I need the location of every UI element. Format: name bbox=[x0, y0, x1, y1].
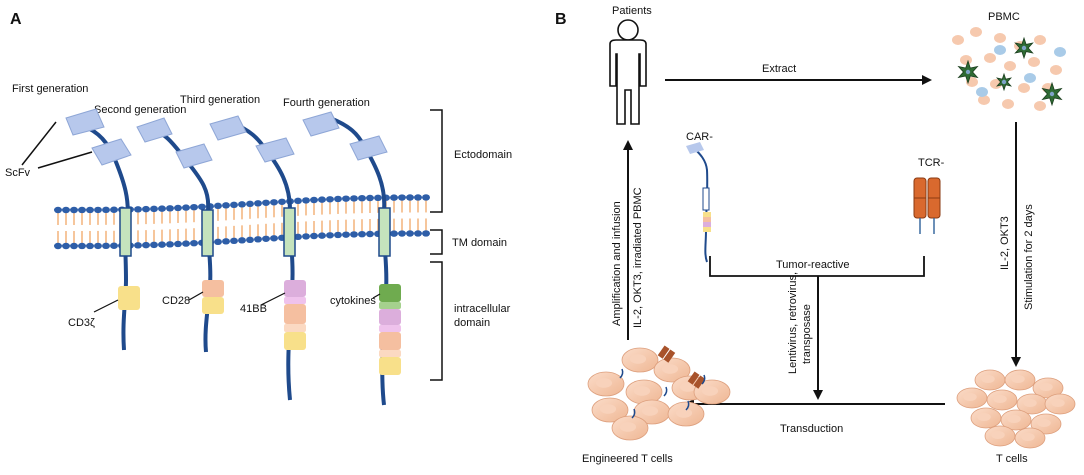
cd28-label: CD28 bbox=[162, 295, 190, 307]
infusion-label-1: Amplification and infusion bbox=[611, 201, 623, 326]
tcr-label: TCR- bbox=[918, 157, 945, 169]
41bb-block bbox=[284, 280, 306, 297]
tm-first bbox=[119, 207, 132, 257]
infusion-label-2: IL-2, OKT3, irradiated PBMC bbox=[632, 187, 644, 328]
t-cells-label: T cells bbox=[996, 453, 1028, 465]
cd28-block bbox=[202, 280, 224, 297]
41bb-label: 41BB bbox=[240, 303, 267, 315]
panel-b: B Patients Extract PBMC IL-2, OKT3 Stimu… bbox=[555, 5, 1076, 465]
scfv-pointer-1 bbox=[21, 121, 57, 166]
car-receptor-first-generation bbox=[65, 108, 140, 351]
scfv-second-a bbox=[91, 138, 132, 166]
pbmc-label: PBMC bbox=[988, 11, 1020, 23]
41bb-block-4 bbox=[379, 309, 401, 325]
scfv-4a bbox=[209, 115, 247, 141]
scfv-third-a bbox=[136, 117, 173, 143]
ectodomain-label: Ectodomain bbox=[454, 149, 512, 161]
tumor-reactive-label: Tumor-reactive bbox=[776, 259, 850, 271]
intracellular-bracket bbox=[430, 261, 443, 381]
scfv-first bbox=[65, 108, 105, 136]
third-generation-label: Third generation bbox=[180, 94, 260, 106]
extract-label: Extract bbox=[762, 63, 796, 75]
car-receptor-icon bbox=[686, 142, 711, 263]
cd28-block-3 bbox=[284, 304, 306, 324]
engineered-t-cells-label: Engineered T cells bbox=[582, 453, 673, 465]
first-generation-label: First generation bbox=[12, 83, 88, 95]
second-generation-label: Second generation bbox=[94, 104, 186, 116]
pbmc-cluster bbox=[952, 27, 1066, 111]
tm-bracket bbox=[430, 229, 443, 255]
scfv-5a bbox=[302, 111, 340, 137]
tcr-receptor-icon bbox=[913, 177, 941, 234]
intracellular-label-1: intracellular bbox=[454, 303, 511, 315]
car-label: CAR- bbox=[686, 131, 713, 143]
ectodomain-bracket bbox=[430, 109, 443, 213]
cd3z-block bbox=[118, 286, 140, 310]
scfv-pointer-2 bbox=[37, 151, 93, 169]
intracellular-label-2: domain bbox=[454, 317, 490, 329]
cytokines-label: cytokines bbox=[330, 295, 376, 307]
scfv-4b bbox=[255, 137, 295, 163]
fourth-generation-label: Fourth generation bbox=[283, 97, 370, 109]
cd3z-label: CD3ζ bbox=[68, 317, 95, 329]
tm-domain-label: TM domain bbox=[452, 237, 507, 249]
stimulation-label-1: IL-2, OKT3 bbox=[999, 216, 1011, 270]
cd3z-block-4 bbox=[379, 357, 401, 375]
cell-membrane bbox=[54, 194, 430, 250]
scfv-third-b bbox=[175, 143, 213, 169]
tm-fourth bbox=[378, 207, 391, 257]
cd3z-block-2 bbox=[202, 297, 224, 314]
engineered-t-cell-cluster bbox=[587, 345, 731, 441]
car-receptor-second-generation bbox=[136, 117, 224, 353]
cd3z-block-3 bbox=[284, 332, 306, 350]
scfv-label: ScFv bbox=[5, 167, 31, 179]
patients-label: Patients bbox=[612, 5, 652, 17]
panel-a: A First generation Second generation Thi… bbox=[5, 11, 512, 406]
stimulation-label-2: Stimulation for 2 days bbox=[1023, 204, 1035, 310]
panel-a-letter: A bbox=[10, 11, 22, 28]
panel-b-letter: B bbox=[555, 11, 567, 28]
patient-person-icon bbox=[609, 19, 647, 125]
t-cell-cluster bbox=[956, 369, 1076, 449]
vector-label-1: Lentivirus, retrovirus, bbox=[787, 272, 799, 374]
scfv-5b bbox=[349, 135, 388, 161]
tm-third bbox=[283, 207, 296, 257]
tm-second bbox=[201, 209, 214, 257]
cytokine-block bbox=[379, 284, 401, 302]
car-receptor-fourth-generation bbox=[302, 111, 401, 406]
vector-label-2: transposase bbox=[801, 304, 813, 364]
cd28-block-4 bbox=[379, 332, 401, 350]
car-receptor-third-generation bbox=[209, 115, 306, 401]
transduction-label: Transduction bbox=[780, 423, 843, 435]
